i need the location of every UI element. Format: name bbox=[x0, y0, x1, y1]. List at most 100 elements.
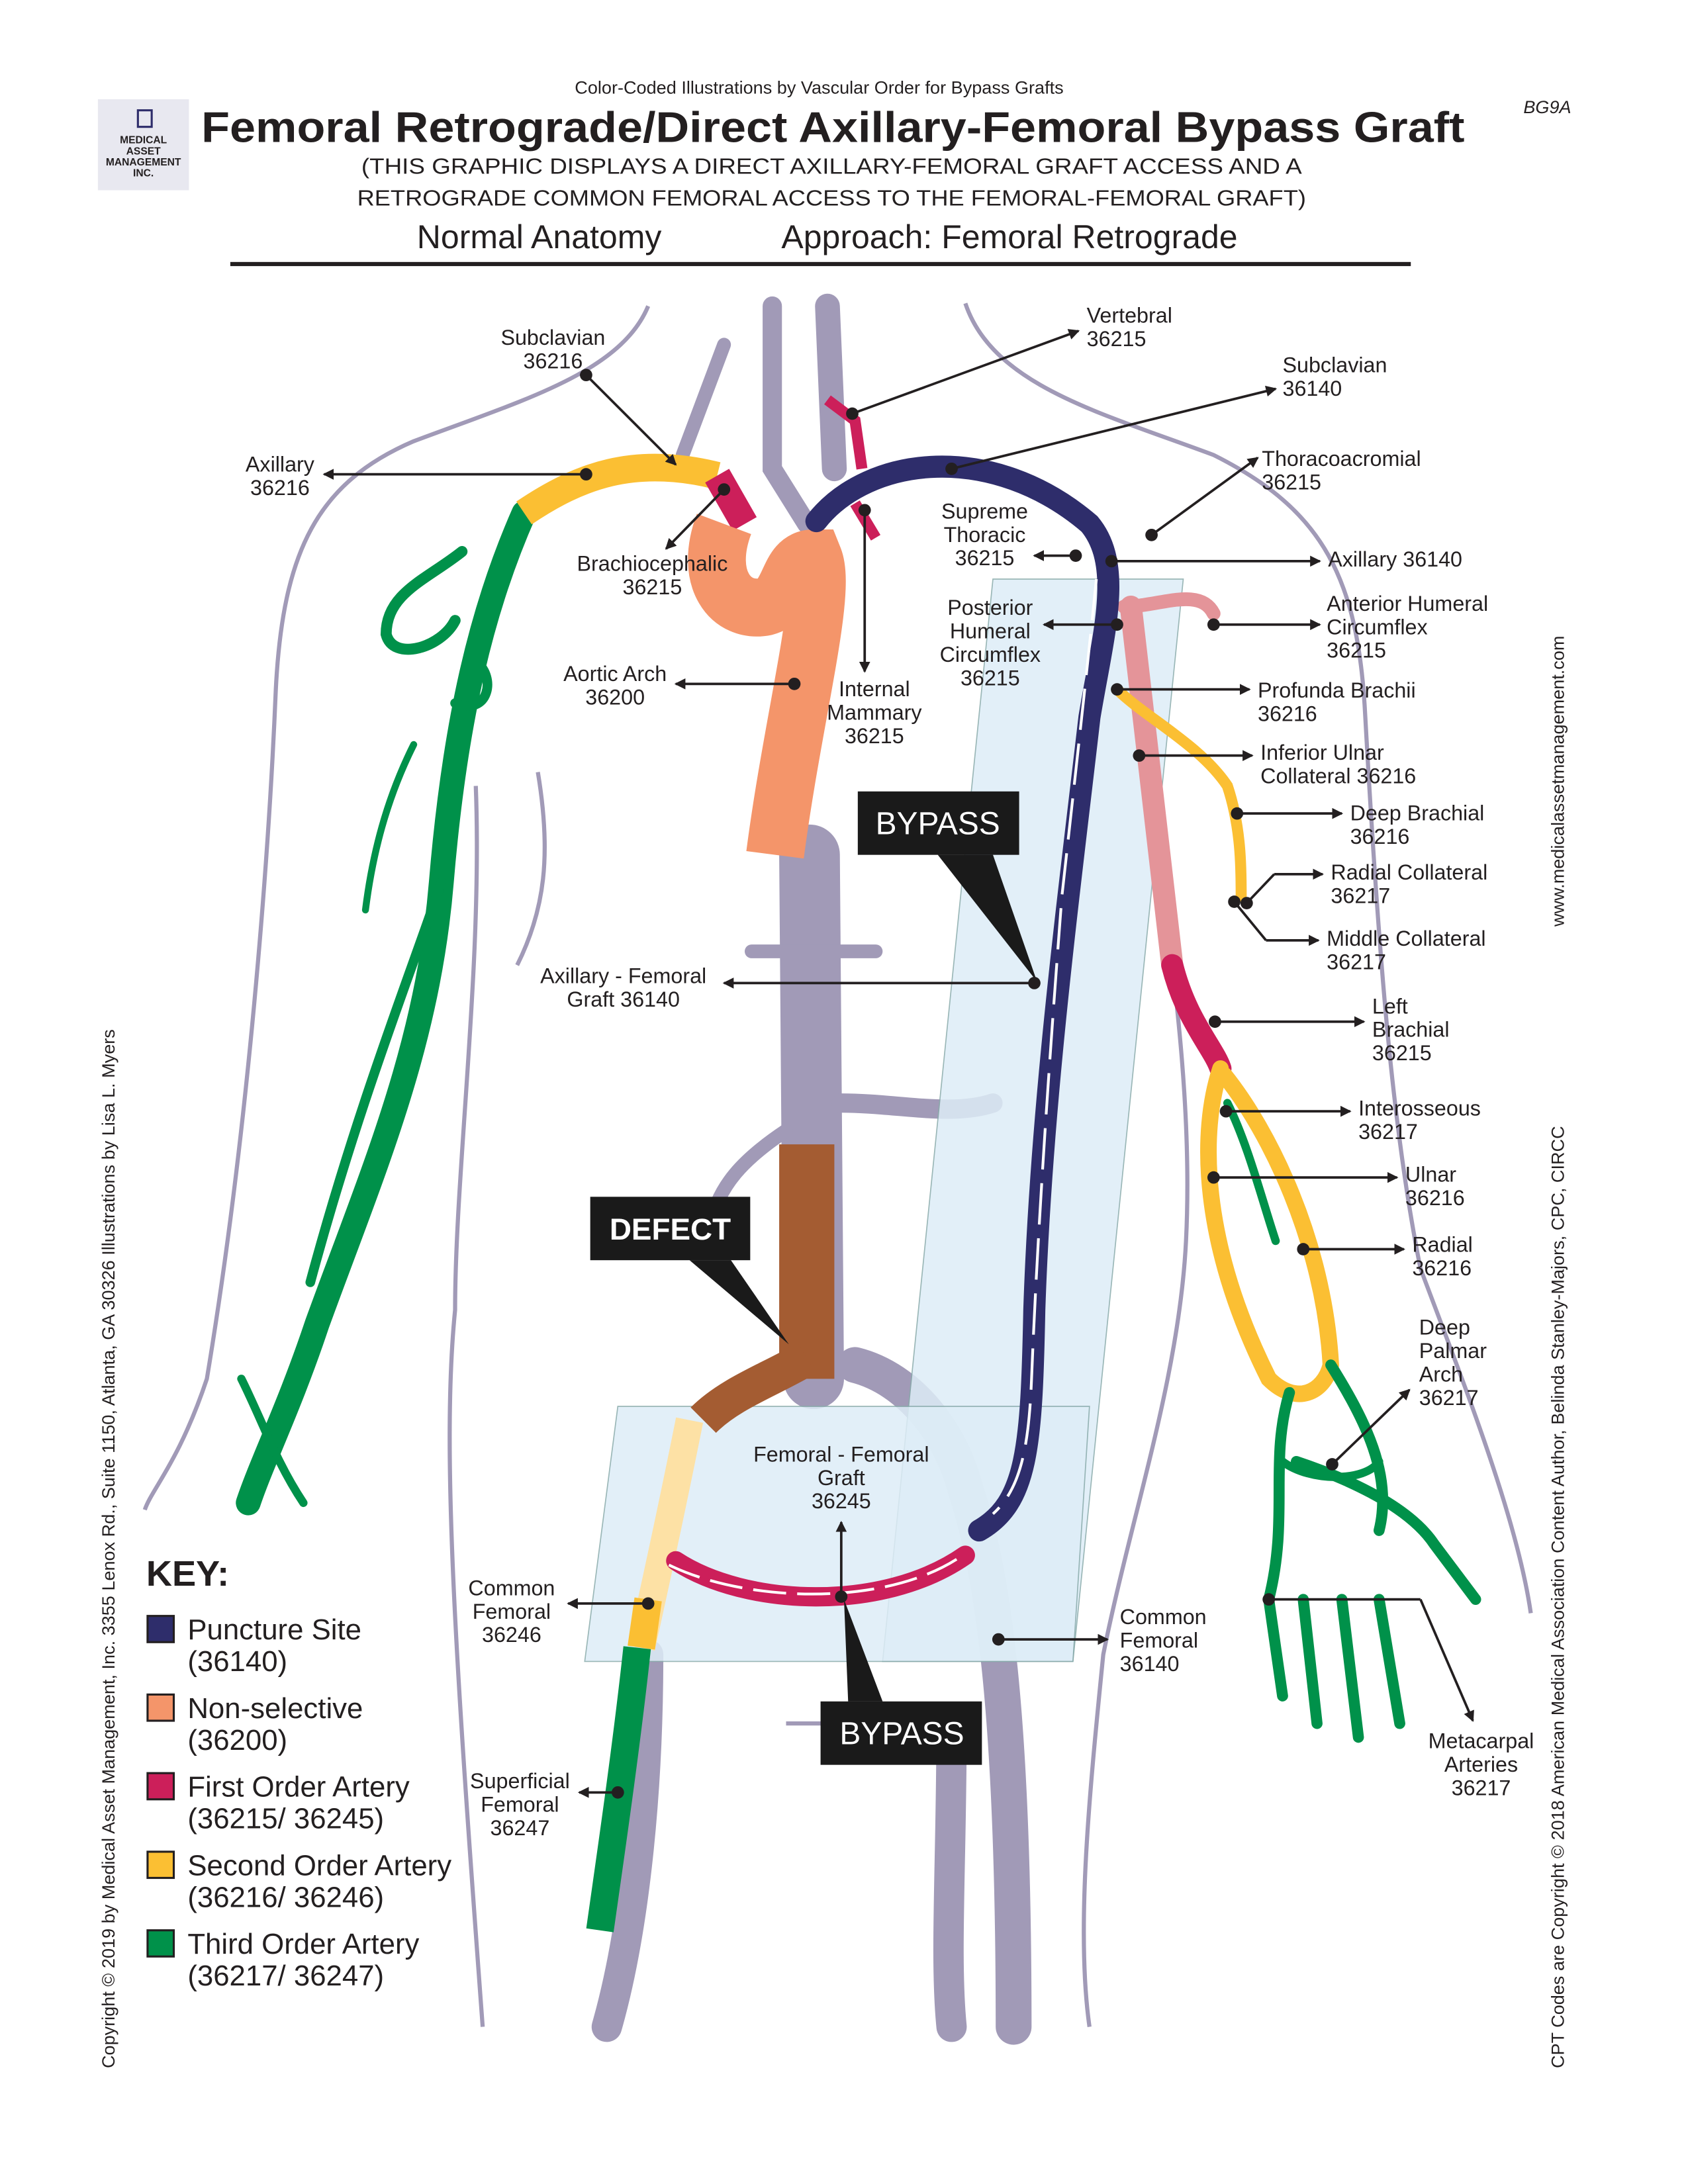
label-line: Arch bbox=[1419, 1363, 1463, 1387]
key-item-code: (36200) bbox=[187, 1724, 287, 1756]
label-line: Common bbox=[468, 1576, 555, 1600]
leader-dot-middle-collateral bbox=[1228, 895, 1241, 908]
website: www.medicalassetmanagement.com bbox=[1548, 636, 1568, 927]
key: KEY: Puncture Site(36140)Non-selective(3… bbox=[146, 1554, 451, 1992]
leader-dot-axillary-l bbox=[1105, 555, 1118, 568]
label-line: Inferior Ulnar bbox=[1260, 741, 1384, 764]
label-line: Graft 36140 bbox=[567, 987, 680, 1011]
left-arm-arteries bbox=[1111, 592, 1481, 1743]
leader-dot-ulnar bbox=[1207, 1171, 1220, 1184]
page-title: Femoral Retrograde/Direct Axillary-Femor… bbox=[201, 104, 1464, 152]
label-line: 36217 bbox=[1419, 1386, 1479, 1410]
label-line: Palmar bbox=[1419, 1339, 1487, 1363]
label-line: 36215 bbox=[1087, 327, 1147, 351]
label-line: Femoral bbox=[1120, 1629, 1198, 1653]
key-item-name: Puncture Site bbox=[187, 1614, 361, 1646]
page-code: BG9A bbox=[1523, 97, 1571, 117]
body-outline bbox=[142, 302, 1533, 2027]
bypass-bottom-label: BYPASS bbox=[839, 1716, 964, 1751]
aortic-arch-vessels bbox=[516, 395, 881, 1933]
leader-dot-superficial-femoral bbox=[611, 1786, 624, 1799]
label-line: Common bbox=[1120, 1605, 1207, 1629]
label-line: Femoral bbox=[473, 1600, 551, 1623]
label-line: Mammary bbox=[827, 700, 922, 724]
label-line: 36217 bbox=[1327, 950, 1386, 974]
key-title: KEY: bbox=[146, 1554, 229, 1594]
label-line: 36216 bbox=[1350, 825, 1410, 848]
label-line: Thoracoacromial bbox=[1262, 447, 1421, 471]
key-swatch bbox=[146, 1772, 175, 1801]
leader-line-radial-collateral bbox=[1245, 873, 1276, 904]
label-line: Deep Brachial bbox=[1350, 801, 1485, 825]
label-line: 36140 bbox=[1120, 1652, 1180, 1676]
leader-dot-subclavian-r bbox=[580, 369, 592, 382]
key-item-name: Second Order Artery bbox=[187, 1849, 451, 1882]
leader-dot-internal-mammary bbox=[858, 504, 871, 517]
label-line: Femoral - Femoral bbox=[753, 1442, 929, 1466]
logo: MEDICAL ASSET MANAGEMENT INC. bbox=[97, 99, 189, 191]
leader-line-middle-collateral bbox=[1233, 901, 1267, 942]
logo-text-2: ASSET bbox=[126, 146, 162, 157]
leader-dot-interosseous bbox=[1219, 1105, 1233, 1118]
label-line: 36200 bbox=[585, 686, 645, 709]
key-item-name: First Order Artery bbox=[187, 1771, 410, 1803]
logo-text-3: MANAGEMENT bbox=[106, 157, 181, 168]
leader-line-subclavian-r bbox=[585, 374, 677, 466]
label-line: Posterior bbox=[947, 596, 1033, 619]
label-line: Supreme bbox=[941, 499, 1028, 523]
key-item-code: (36217/ 36247) bbox=[187, 1960, 384, 1992]
label-line: 36215 bbox=[845, 724, 904, 748]
label-line: 36217 bbox=[1452, 1776, 1511, 1800]
label-line: 36216 bbox=[250, 476, 310, 500]
leader-dot-anterior-humeral bbox=[1207, 618, 1220, 631]
leader-dot-posterior-humeral bbox=[1111, 618, 1123, 631]
label-axillary-l: Axillary 36140 bbox=[1328, 547, 1462, 571]
leader-dot-profunda-brachii bbox=[1111, 683, 1123, 696]
leader-line-subclavian-l bbox=[951, 385, 1278, 471]
key-swatch bbox=[146, 1693, 175, 1722]
leader-dot-thoracoacromial bbox=[1145, 528, 1158, 541]
header-rule bbox=[230, 261, 1411, 267]
label-line: 36215 bbox=[1372, 1041, 1432, 1065]
label-line: 36216 bbox=[1258, 702, 1317, 726]
key-item-code: (36215/ 36245) bbox=[187, 1803, 384, 1835]
femoral-femoral-graft bbox=[666, 1545, 975, 1607]
leader-dot-femoral-femoral-graft bbox=[835, 1590, 848, 1603]
key-swatch bbox=[146, 1929, 175, 1958]
axillary-femoral-graft bbox=[805, 455, 1119, 1542]
label-line: 36215 bbox=[961, 666, 1020, 690]
label-line: Aortic Arch bbox=[563, 662, 667, 686]
leader-dot-axillary-r bbox=[580, 468, 592, 481]
label-line: Arteries bbox=[1444, 1752, 1518, 1776]
label-line: 36215 bbox=[1327, 639, 1386, 662]
label-line: 36140 bbox=[1283, 377, 1342, 400]
approach-label: Approach: Femoral Retrograde bbox=[781, 218, 1237, 255]
leader-dot-subclavian-l bbox=[945, 462, 958, 475]
label-line: Internal bbox=[839, 677, 910, 701]
graft-region bbox=[584, 578, 1184, 1662]
leader-line-brachiocephalic bbox=[665, 488, 726, 550]
copyright-left: Copyright © 2019 by Medical Asset Manage… bbox=[98, 1029, 118, 2068]
leader-dot-common-femoral-r bbox=[641, 1597, 655, 1610]
label-line: Axillary bbox=[246, 453, 315, 477]
subtitle-line-2: RETROGRADE COMMON FEMORAL ACCESS TO THE … bbox=[357, 186, 1306, 210]
label-line: Left bbox=[1372, 994, 1408, 1018]
leader-line-thoracoacromial bbox=[1150, 457, 1259, 536]
leader-dot-vertebral bbox=[846, 407, 859, 420]
leader-dot-inferior-ulnar bbox=[1133, 749, 1146, 762]
label-line: Humeral bbox=[950, 619, 1031, 643]
